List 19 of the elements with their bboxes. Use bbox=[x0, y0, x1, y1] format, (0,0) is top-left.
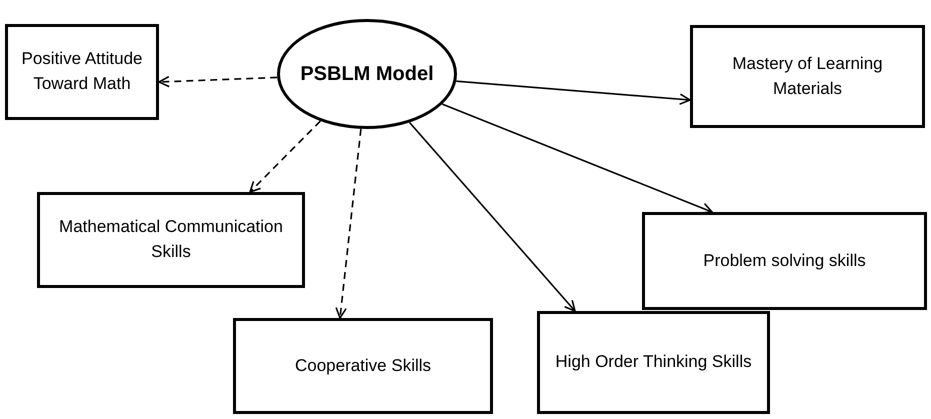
node-text: PSBLM Model bbox=[300, 62, 434, 86]
arrow bbox=[408, 122, 576, 312]
node-text: Mathematical Communication Skills bbox=[58, 216, 284, 263]
dashed-arrow bbox=[249, 120, 321, 193]
outcome-box bbox=[537, 311, 770, 414]
arrow bbox=[456, 80, 691, 105]
outcome-box bbox=[37, 192, 305, 288]
arrow bbox=[442, 103, 713, 214]
dashed-arrow bbox=[158, 76, 278, 88]
outcome-box bbox=[5, 24, 159, 120]
outcome-box bbox=[690, 25, 925, 128]
outcome-box bbox=[642, 212, 927, 310]
node-text: Problem solving skills bbox=[703, 250, 866, 272]
node-text: Positive Attitude Toward Math bbox=[20, 48, 144, 95]
outcome-box bbox=[233, 318, 493, 414]
node-text: High Order Thinking Skills bbox=[555, 351, 752, 374]
dashed-arrow bbox=[335, 128, 362, 319]
node-text: Mastery of Learning Materials bbox=[731, 52, 884, 100]
node-text: Cooperative Skills bbox=[294, 354, 432, 377]
